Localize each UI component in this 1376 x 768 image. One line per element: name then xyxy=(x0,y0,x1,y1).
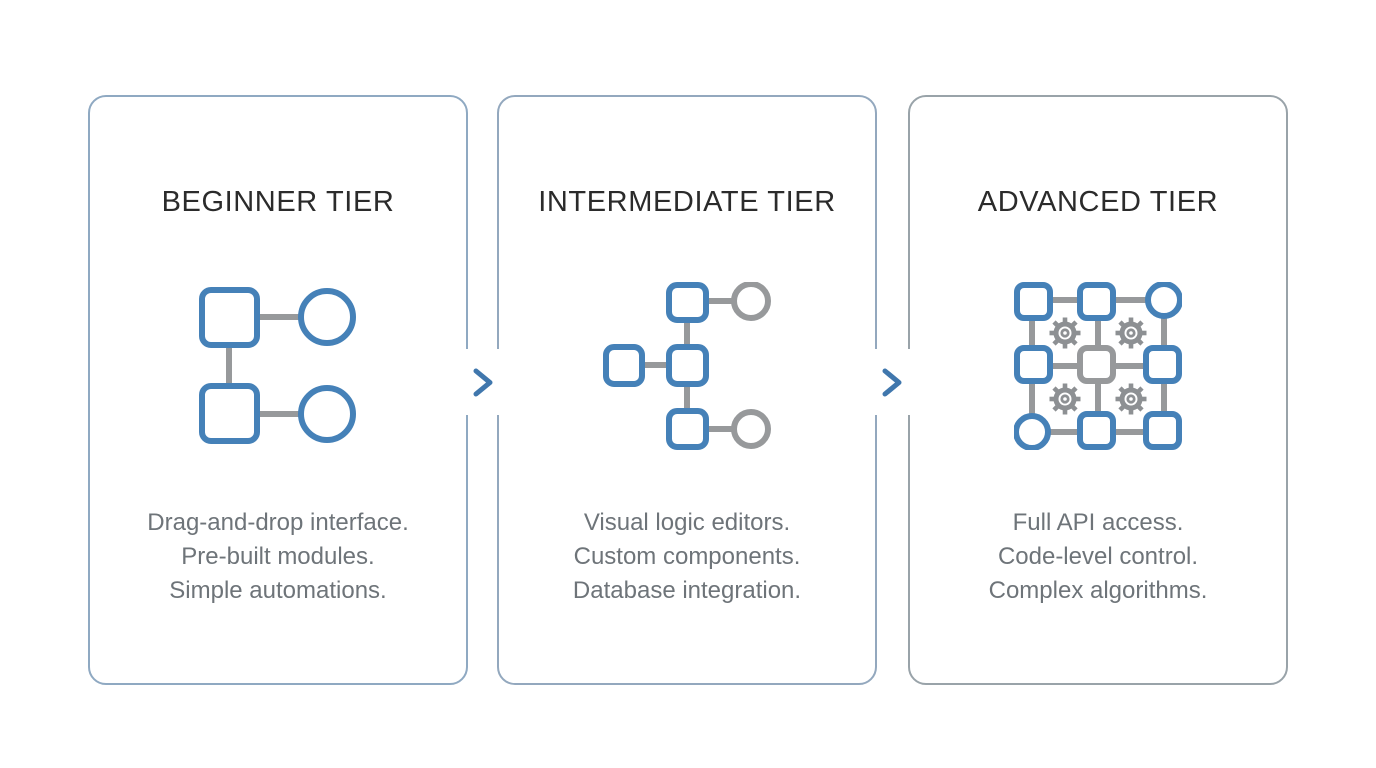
chevron-right-icon xyxy=(469,366,497,399)
description-line: Full API access. xyxy=(1012,509,1184,536)
card-beginner-title: BEGINNER TIER xyxy=(161,186,395,218)
workflow-grid-gears-icon xyxy=(910,282,1286,450)
description-line: Database integration. xyxy=(572,577,802,604)
description-line: Complex algorithms. xyxy=(988,577,1208,604)
description-line: Drag-and-drop interface. xyxy=(147,509,409,536)
workflow-simple-icon xyxy=(90,282,466,450)
description-line: Code-level control. xyxy=(997,543,1199,570)
card-beginner-description: Drag-and-drop interface. Pre-built modul… xyxy=(90,506,466,608)
workflow-branching-icon xyxy=(499,282,875,450)
description-line: Pre-built modules. xyxy=(181,543,375,570)
workflow-simple-icon-svg xyxy=(199,287,356,444)
card-advanced-description: Full API access. Code-level control. Com… xyxy=(910,506,1286,608)
card-advanced-title: ADVANCED TIER xyxy=(977,186,1219,218)
description-line: Custom components. xyxy=(573,543,801,570)
card-intermediate-description: Visual logic editors. Custom components.… xyxy=(499,506,875,608)
card-advanced: ADVANCED TIER xyxy=(908,95,1288,685)
card-intermediate-title: INTERMEDIATE TIER xyxy=(538,186,836,218)
description-line: Visual logic editors. xyxy=(583,509,791,536)
chevron-right-icon xyxy=(878,366,906,399)
workflow-branching-icon-svg xyxy=(603,282,771,450)
card-beginner: BEGINNER TIER Drag-and-drop interface. P… xyxy=(88,95,468,685)
card-intermediate: INTERMEDIATE TIER Visual logic editors. … xyxy=(497,95,877,685)
border-gap xyxy=(456,349,510,415)
description-line: Simple automations. xyxy=(169,577,387,604)
border-gap xyxy=(866,349,920,415)
workflow-grid-gears-icon-svg xyxy=(1014,282,1182,450)
